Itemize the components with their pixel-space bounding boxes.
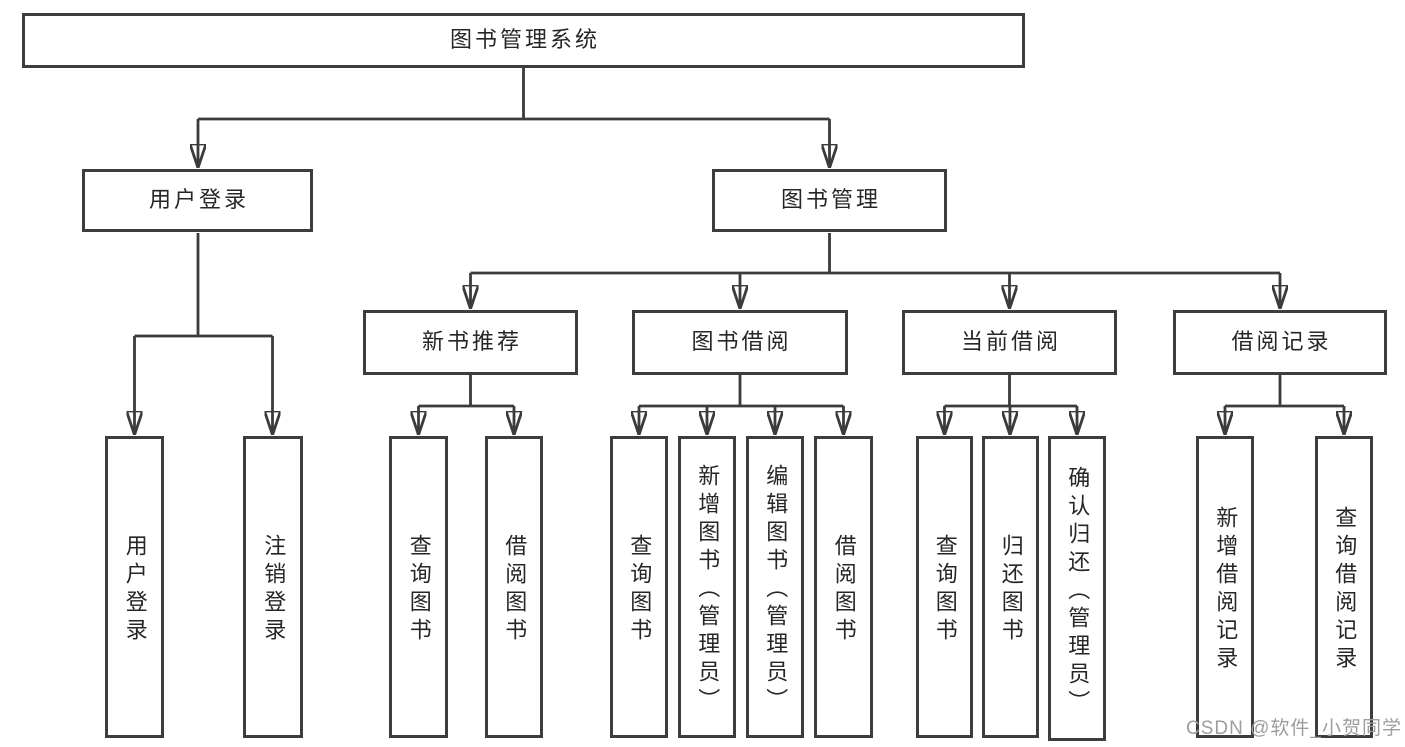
leaf-user-login: 用户登录 [105, 436, 164, 738]
leaf-add-borrow-record: 新增借阅记录 [1196, 436, 1254, 738]
csdn-watermark: CSDN @软件_小贺同学 [1186, 718, 1402, 739]
node-new-book-recommend: 新书推荐 [363, 310, 578, 375]
leaf-logout: 注销登录 [243, 436, 303, 738]
node-book-borrow: 图书借阅 [632, 310, 848, 375]
leaf-edit-books-admin: 编辑图书（管理员） [746, 436, 804, 738]
leaf-borrow-books-1: 借阅图书 [485, 436, 543, 738]
leaf-confirm-return-admin: 确认归还（管理员） [1048, 436, 1106, 741]
bus-current-borrow [944, 375, 1077, 408]
leaf-borrow-books-2: 借阅图书 [814, 436, 873, 738]
bus-user-login [134, 233, 273, 338]
bus-new-book-recommend [418, 375, 514, 408]
leaf-query-books-1: 查询图书 [389, 436, 448, 738]
leaf-query-books-3: 查询图书 [916, 436, 973, 738]
node-current-borrow: 当前借阅 [902, 310, 1117, 375]
bus-book-borrow [639, 375, 844, 408]
node-user-login: 用户登录 [82, 169, 313, 232]
bus-book-management [470, 233, 1280, 275]
node-borrow-record: 借阅记录 [1173, 310, 1387, 375]
leaf-query-borrow-record: 查询借阅记录 [1315, 436, 1373, 738]
bus-borrow-record [1225, 375, 1344, 408]
leaf-return-books: 归还图书 [982, 436, 1039, 738]
leaf-add-books-admin: 新增图书（管理员） [678, 436, 736, 738]
bus-root [198, 68, 830, 121]
node-library-management-system: 图书管理系统 [22, 13, 1025, 68]
leaf-query-books-2: 查询图书 [610, 436, 668, 738]
node-book-management: 图书管理 [712, 169, 947, 232]
